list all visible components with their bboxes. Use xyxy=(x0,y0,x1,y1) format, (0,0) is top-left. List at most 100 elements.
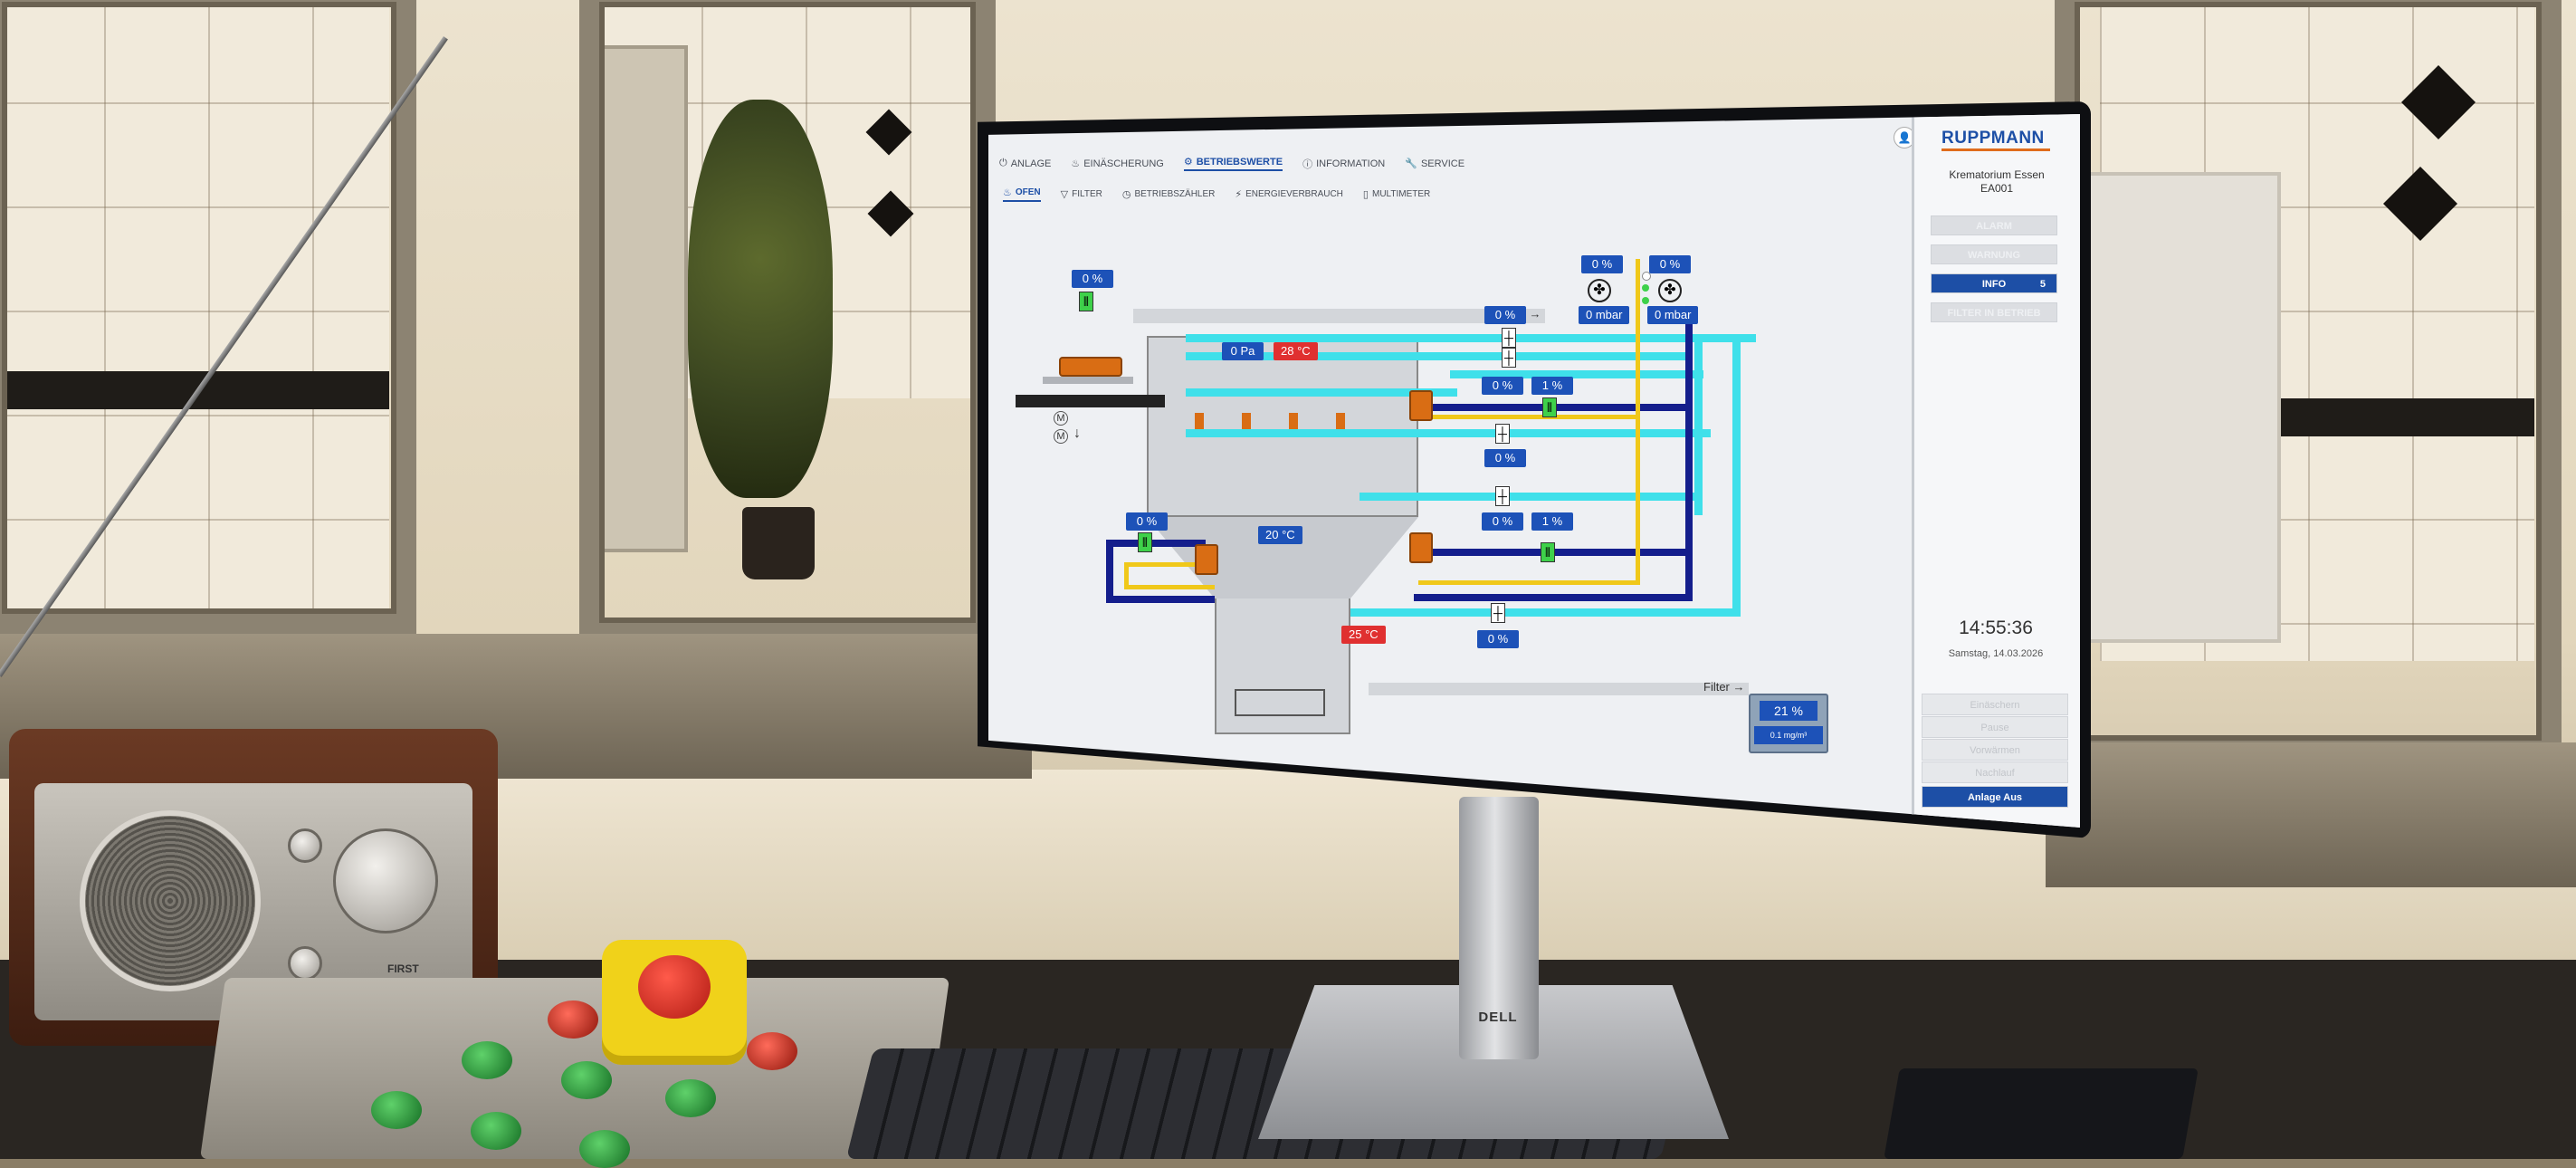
value-fan-2: 0 % xyxy=(1649,255,1691,273)
value-fan-1: 0 % xyxy=(1581,255,1623,273)
tab-label: BETRIEBSWERTE xyxy=(1196,156,1283,168)
value-upper-3: 1 % xyxy=(1531,377,1573,395)
damper[interactable] xyxy=(1409,390,1433,421)
valve[interactable]: ┼ xyxy=(1495,486,1510,506)
flue-line xyxy=(1450,370,1703,378)
value-upper-1: 0 % xyxy=(1484,306,1526,324)
valve[interactable]: ┼ xyxy=(1491,603,1505,623)
tab-label: INFORMATION xyxy=(1316,158,1386,169)
nachlauf-button[interactable]: Nachlauf xyxy=(1922,761,2068,783)
value-bottom: 0 % xyxy=(1477,630,1519,648)
value-fan-1-pressure: 0 mbar xyxy=(1579,306,1630,324)
window-frame-left xyxy=(0,0,416,634)
tab-einascherung[interactable]: ♨EINÄSCHERUNG xyxy=(1071,156,1164,171)
subtab-label: BETRIEBSZÄHLER xyxy=(1134,189,1216,199)
tab-anlage[interactable]: ⏻ANLAGE xyxy=(999,156,1051,171)
air-loop xyxy=(1106,540,1113,603)
flue-line xyxy=(1350,608,1740,617)
gas-loop xyxy=(1124,585,1215,589)
flame-icon: ♨ xyxy=(1003,187,1012,198)
loader-platform xyxy=(1043,377,1133,384)
coffin xyxy=(1059,357,1122,377)
tab-service[interactable]: 🔧SERVICE xyxy=(1405,156,1465,171)
alarm-button[interactable]: ALARM xyxy=(1931,215,2057,235)
warning-button[interactable]: WARNUNG xyxy=(1931,244,2057,264)
green-push-button[interactable] xyxy=(579,1130,630,1168)
value-upper-2: 0 % xyxy=(1482,377,1523,395)
red-push-button[interactable] xyxy=(747,1032,797,1070)
subtab-filter[interactable]: ▽FILTER xyxy=(1061,187,1102,202)
info-count: 5 xyxy=(2039,279,2046,290)
green-push-button[interactable] xyxy=(462,1041,512,1079)
arrow-down: ↓ xyxy=(1073,426,1081,441)
air-riser xyxy=(1685,322,1693,601)
burner xyxy=(1195,413,1204,429)
coffin-loader xyxy=(1016,395,1165,407)
gas-loop xyxy=(1124,562,1206,567)
valve[interactable]: ┼ xyxy=(1502,348,1516,368)
window-frame-right xyxy=(2055,0,2562,761)
status-led xyxy=(1642,284,1649,292)
subtab-label: FILTER xyxy=(1072,189,1102,199)
emission-box: 21 % 0.1 mg/m³ xyxy=(1749,694,1828,753)
pause-button[interactable]: Pause xyxy=(1922,716,2068,738)
valve-open[interactable]: ⫴ xyxy=(1542,397,1557,417)
wrench-icon: 🔧 xyxy=(1405,158,1417,169)
subtab-ofen[interactable]: ♨OFEN xyxy=(1003,187,1041,202)
subtab-energieverbrauch[interactable]: ⚡ENERGIEVERBRAUCH xyxy=(1235,187,1343,202)
subtab-label: MULTIMETER xyxy=(1371,189,1431,199)
motor-1: M xyxy=(1054,411,1068,426)
fan-icon: ✤ xyxy=(1588,279,1611,302)
einaschern-button[interactable]: Einäschern xyxy=(1922,694,2068,715)
value-valve-top-left: 0 % xyxy=(1072,270,1113,288)
ruppmann-logo: RUPPMANN xyxy=(1942,129,2045,148)
gas-loop xyxy=(1124,562,1129,589)
small-knob[interactable] xyxy=(288,946,322,981)
monitor-stand-neck xyxy=(1459,797,1539,1059)
emergency-stop-button[interactable] xyxy=(638,955,711,1019)
vorwarmen-button[interactable]: Vorwärmen xyxy=(1922,739,2068,761)
tuning-knob[interactable] xyxy=(333,828,438,933)
green-push-button[interactable] xyxy=(561,1061,612,1099)
power-icon: ⏻ xyxy=(999,158,1007,168)
window-sill-right xyxy=(2046,742,2576,887)
green-push-button[interactable] xyxy=(471,1112,521,1150)
valve-open[interactable]: ⫴ xyxy=(1541,542,1555,562)
damper[interactable] xyxy=(1409,532,1433,563)
dust-value: 0.1 mg/m³ xyxy=(1754,726,1823,744)
green-push-button[interactable] xyxy=(665,1079,716,1117)
black-device-box xyxy=(1884,1068,2199,1159)
tab-betriebswerte[interactable]: ⚙BETRIEBSWERTE xyxy=(1183,156,1283,171)
filter-status-button[interactable]: FILTER IN BETRIEB xyxy=(1931,302,2057,322)
plant-pot xyxy=(742,507,815,579)
valve-open[interactable]: ⫴ xyxy=(1079,292,1093,311)
site-id: EA001 xyxy=(1980,182,2014,195)
value-lower-2: 1 % xyxy=(1531,512,1573,531)
status-led xyxy=(1642,272,1651,281)
valve-open[interactable]: ⫴ xyxy=(1138,532,1152,552)
info-icon: ⓘ xyxy=(1302,158,1313,170)
motor-2: M xyxy=(1054,429,1068,444)
sub-tabs: ♨OFEN ▽FILTER ◷BETRIEBSZÄHLER ⚡ENERGIEVE… xyxy=(1003,187,1430,202)
subtab-multimeter[interactable]: ▯MULTIMETER xyxy=(1363,187,1430,202)
valve[interactable]: ┼ xyxy=(1502,328,1516,348)
sidebar: RUPPMANN Krematorium Essen EA001 ALARM W… xyxy=(1912,114,2080,828)
green-push-button[interactable] xyxy=(371,1091,422,1129)
valve[interactable]: ┼ xyxy=(1495,424,1510,444)
filter-duct-bottom xyxy=(1369,683,1749,695)
red-push-button[interactable] xyxy=(548,1000,598,1039)
filter-duct-top xyxy=(1133,309,1545,323)
status-led xyxy=(1642,297,1649,304)
furnace-chamber xyxy=(1147,336,1418,517)
gear-icon: ⚙ xyxy=(1183,157,1193,168)
value-temp-mid: 20 °C xyxy=(1258,526,1302,544)
value-lower-1: 0 % xyxy=(1482,512,1523,531)
air-loop xyxy=(1106,596,1215,603)
subtab-betriebszahler[interactable]: ◷BETRIEBSZÄHLER xyxy=(1122,187,1216,202)
damper[interactable] xyxy=(1195,544,1218,575)
small-knob[interactable] xyxy=(288,828,322,863)
anlage-aus-button[interactable]: Anlage Aus xyxy=(1922,786,2068,808)
info-button[interactable]: INFO 5 xyxy=(1931,273,2057,293)
